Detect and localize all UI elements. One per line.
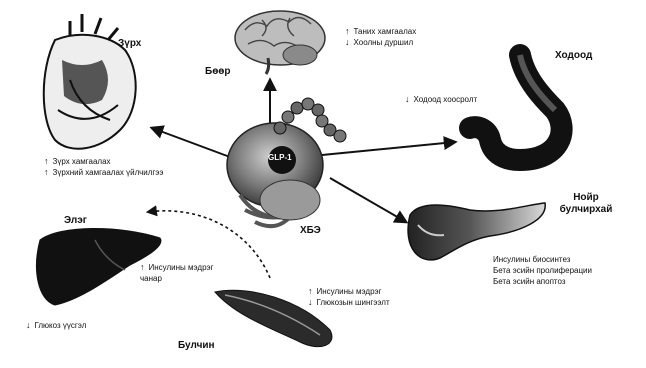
center-caption: ХБЭ xyxy=(300,225,321,236)
effect-line: ↑Зүрхний хамгаалах үйлчилгээ xyxy=(44,167,163,178)
effect-line: ↓Хоолны дуршил xyxy=(345,37,416,48)
heart-icon xyxy=(44,14,136,149)
effect-line: ↑Таних хамгаалах xyxy=(345,26,416,37)
pancreas-name: Нойр булчирхай xyxy=(548,192,624,216)
effect-line: ↓Ходоод хоосролт xyxy=(405,94,477,105)
pancreas-effects: Инсулины биосинтез Бета эсийн пролиферац… xyxy=(493,254,592,287)
pancreas-name-text: Нойр булчирхай xyxy=(560,192,613,215)
muscle-name: Булчин xyxy=(178,340,215,351)
pancreas-icon xyxy=(408,203,545,260)
arrow-to-stomach xyxy=(322,142,455,155)
gut-icon xyxy=(227,123,323,226)
liver-name: Элэг xyxy=(64,215,87,226)
muscle-effects: ↑Инсулины мэдрэг ↓Глюкозын шингээлт xyxy=(308,286,390,308)
effect-line: Инсулины биосинтез xyxy=(493,254,592,265)
effect-line: ↓Глюкозын шингээлт xyxy=(308,297,390,308)
brain-name: Бөөр xyxy=(205,66,231,77)
stomach-icon xyxy=(470,55,562,160)
heart-effects: ↑Зүрх хамгаалах ↑Зүрхний хамгаалах үйлчи… xyxy=(44,156,163,178)
brain-effects: ↑Таних хамгаалах ↓Хоолны дуршил xyxy=(345,26,416,48)
stomach-name: Ходоод xyxy=(555,50,592,61)
arrow-to-heart xyxy=(152,128,238,160)
effect-line: ↑Зүрх хамгаалах xyxy=(44,156,163,167)
brain-icon xyxy=(235,11,325,74)
glp1-label: GLP-1 xyxy=(268,153,292,162)
effect-line: Бета эсийн пролиферации xyxy=(493,265,592,276)
liver-effect-down: ↓Глюкоз үүсгэл xyxy=(26,320,86,331)
effect-line: Бета эсийн апоптоз xyxy=(493,276,592,287)
arrow-to-pancreas xyxy=(330,178,406,222)
stomach-effects: ↓Ходоод хоосролт xyxy=(405,94,477,105)
heart-name: Зүрх xyxy=(118,38,141,49)
effect-line: ↑Инсулины мэдрэг xyxy=(308,286,390,297)
liver-effect-up: ↑Инсулины мэдрэг чанар xyxy=(140,262,220,284)
